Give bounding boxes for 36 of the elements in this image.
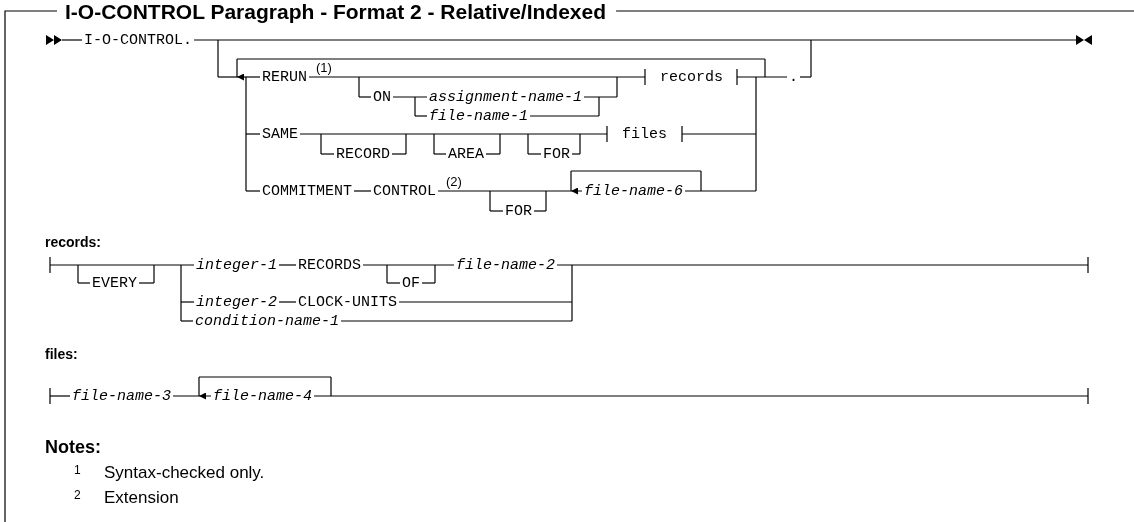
fragment-heading: records: [45,235,102,249]
keyword: I-O-CONTROL. [84,32,193,48]
fragment-reference: records [660,69,723,85]
footnote-reference: (2) [446,174,462,188]
keyword: RECORD [336,146,390,162]
variable-name: integer-2 [196,294,277,310]
variable-name: file-name-2 [456,257,556,273]
keyword: OF [402,275,420,291]
diagram-title: I-O-CONTROL Paragraph - Format 2 - Relative/Indexed [65,0,607,22]
keyword: EVERY [92,275,137,291]
keyword: CLOCK-UNITS [298,294,398,310]
keyword: SAME [262,126,298,142]
variable-name: assignment-name-1 [429,89,583,105]
notes-heading: Notes: [45,438,101,456]
note-text: Syntax-checked only. [104,463,265,481]
keyword: FOR [543,146,570,162]
footnote-reference: (1) [316,60,332,74]
variable-name: file-name-6 [584,183,684,199]
fragment-reference: files [622,126,667,142]
keyword: FOR [505,203,532,219]
keyword: AREA [448,146,484,162]
keyword: . [789,69,798,85]
variable-name: integer-1 [196,257,277,273]
variable-name: file-name-3 [72,388,172,404]
note-text: Extension [104,488,179,506]
keyword: RERUN [262,69,307,85]
fragment-heading: files: [45,347,78,361]
variable-name: condition-name-1 [195,313,340,329]
note-number: 1 [74,464,81,476]
keyword: CONTROL [373,183,436,199]
note-number: 2 [74,489,81,501]
keyword: COMMITMENT [262,183,352,199]
keyword: ON [373,89,391,105]
variable-name: file-name-4 [213,388,313,404]
keyword: RECORDS [298,257,361,273]
variable-name: file-name-1 [429,108,529,124]
